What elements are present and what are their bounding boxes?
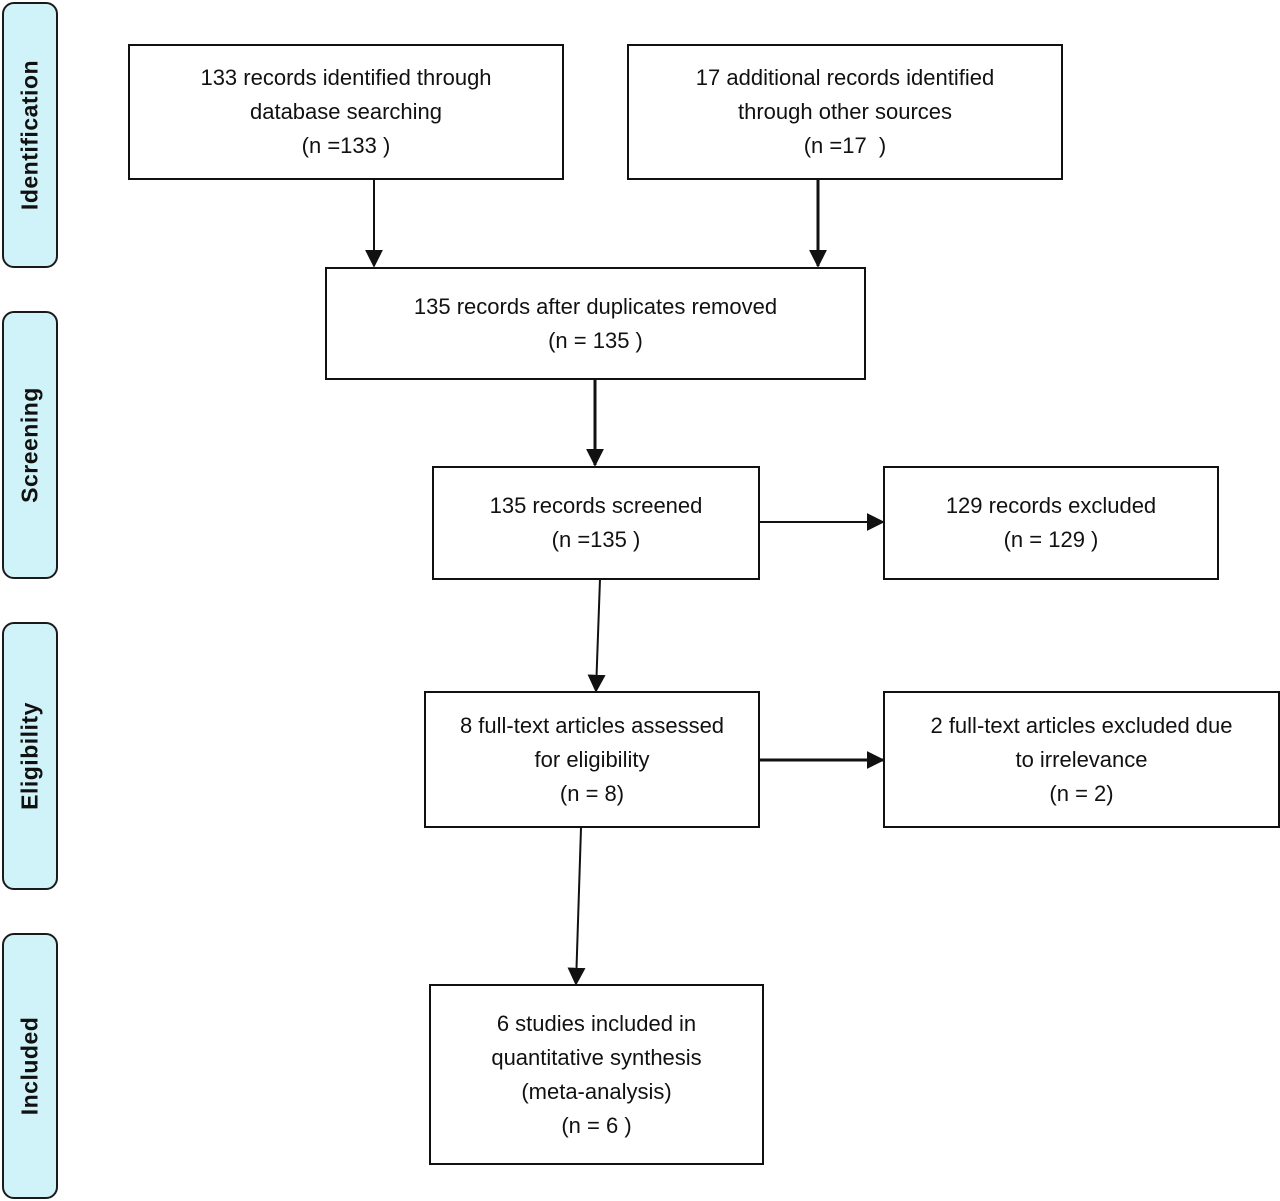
- box-database-records: 133 records identified through database …: [128, 44, 564, 180]
- box-fulltext-excluded-line-1: 2 full-text articles excluded due: [930, 712, 1233, 738]
- box-excluded-line-2: (n = 129 ): [1003, 527, 1099, 552]
- stage-screening: Screening: [2, 311, 58, 579]
- box-other-line-3: (n =17 ): [803, 133, 887, 158]
- box-included-line-4: (n = 6 ): [561, 1112, 632, 1138]
- box-fulltext-line-1: 8 full-text articles assessed: [459, 712, 725, 738]
- box-database-line-2: database searching: [249, 99, 443, 124]
- box-studies-included: 6 studies included in quantitative synth…: [429, 984, 764, 1165]
- box-included-line-1: 6 studies included in: [496, 1010, 697, 1036]
- box-database-line-3: (n =133 ): [301, 133, 391, 158]
- box-included-line-3: (meta-analysis): [521, 1078, 672, 1104]
- box-excluded-line-1: 129 records excluded: [945, 493, 1157, 518]
- box-full-text-assessed: 8 full-text articles assessed for eligib…: [424, 691, 760, 828]
- box-fulltext-excluded-line-2: to irrelevance: [1015, 746, 1148, 772]
- arrow-screened-to-fulltext: [587, 578, 606, 693]
- box-fulltext-excluded-line-3: (n = 2): [1049, 780, 1114, 806]
- arrow-fulltext-to-included: [567, 827, 586, 986]
- stage-eligibility: Eligibility: [2, 622, 58, 890]
- stage-identification: Identification: [2, 2, 58, 268]
- box-records-excluded: 129 records excluded (n = 129 ): [883, 466, 1219, 580]
- box-fulltext-line-2: for eligibility: [534, 746, 650, 772]
- stage-included: Included: [2, 933, 58, 1199]
- box-duplicates-line-1: 135 records after duplicates removed: [413, 293, 778, 319]
- box-screened-line-2: (n =135 ): [551, 527, 641, 552]
- box-duplicates-removed: 135 records after duplicates removed (n …: [325, 267, 866, 380]
- box-included-line-2: quantitative synthesis: [491, 1044, 702, 1070]
- box-database-line-1: 133 records identified through: [200, 65, 492, 90]
- box-full-text-excluded: 2 full-text articles excluded due to irr…: [883, 691, 1280, 828]
- box-records-screened: 135 records screened (n =135 ): [432, 466, 760, 580]
- box-fulltext-line-3: (n = 8): [559, 780, 625, 806]
- box-other-line-1: 17 additional records identified: [695, 65, 995, 90]
- box-other-line-2: through other sources: [737, 99, 953, 124]
- box-screened-line-1: 135 records screened: [489, 493, 703, 518]
- box-duplicates-line-2: (n = 135 ): [548, 327, 643, 353]
- box-other-sources: 17 additional records identified through…: [627, 44, 1063, 180]
